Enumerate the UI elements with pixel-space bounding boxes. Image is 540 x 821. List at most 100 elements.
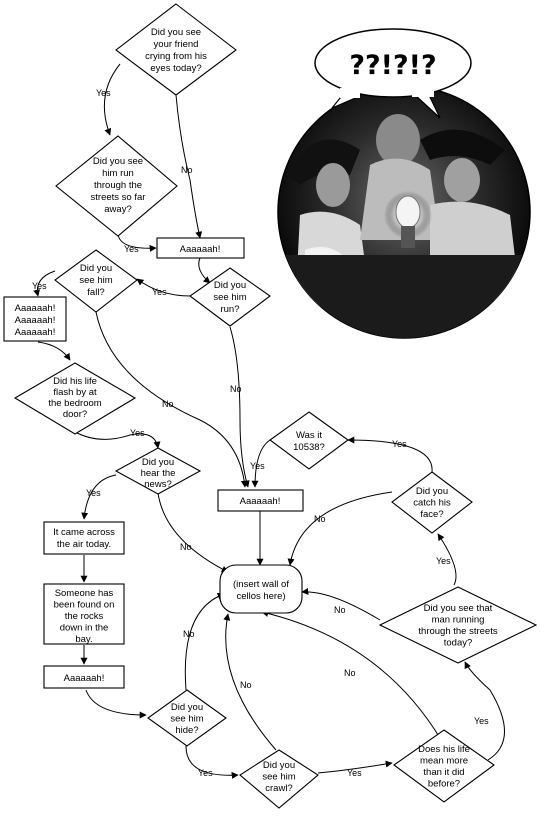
edge-hide-yes bbox=[185, 744, 239, 779]
edge-mean-no bbox=[261, 610, 441, 739]
edge-friend-yes bbox=[103, 63, 121, 136]
edge-flash-yes bbox=[74, 431, 161, 449]
edge-triple-flash bbox=[37, 341, 71, 361]
edge-streets-yes bbox=[117, 233, 157, 252]
node-text-line: Aaaaaah! bbox=[180, 244, 221, 255]
node-text-line: mean more bbox=[420, 756, 468, 767]
edge-run-yes bbox=[136, 278, 191, 297]
node-text-line: Someone has bbox=[55, 588, 114, 599]
node-box-aaaaaah-triple-text: Aaaaaah!Aaaaaah!Aaaaaah! bbox=[15, 303, 56, 338]
label-flash-yes: Yes bbox=[130, 428, 145, 438]
edge-aaah1-run bbox=[198, 257, 211, 284]
node-text-line: the bedroom bbox=[48, 398, 101, 409]
label-run-no: No bbox=[230, 384, 242, 394]
node-box-aaaaaah-center-text: Aaaaaah! bbox=[240, 496, 281, 507]
node-text-line: It came across bbox=[53, 527, 115, 538]
node-text-line: Did you bbox=[263, 760, 295, 771]
node-box-aaaaaah-2-text: Aaaaaah! bbox=[64, 673, 105, 684]
label-hide-no: No bbox=[183, 629, 195, 639]
node-text-line: Did his life bbox=[53, 376, 97, 387]
label-news-yes: Yes bbox=[86, 488, 101, 498]
label-crawl-no: No bbox=[240, 680, 252, 690]
node-text-line: Did you bbox=[142, 457, 174, 468]
edge-crawl-no bbox=[223, 613, 277, 751]
edge-labels: Yes No Yes Yes No Yes No Yes Yes No Yes … bbox=[32, 88, 489, 778]
node-text-line: Was it bbox=[296, 430, 322, 441]
node-text-line: Did you bbox=[214, 280, 246, 291]
node-box-aaaaaah-triple: Aaaaaah!Aaaaaah!Aaaaaah! bbox=[3, 296, 67, 342]
label-hide-yes: Yes bbox=[198, 768, 213, 778]
node-box-aaaaaah-2: Aaaaaah! bbox=[43, 665, 125, 689]
node-text-line: Aaaaaah! bbox=[15, 315, 56, 326]
node-text-line: (insert wall of bbox=[233, 579, 289, 590]
node-text-line: down in the bbox=[60, 623, 109, 634]
label-fall-no: No bbox=[162, 399, 174, 409]
node-text-line: see him bbox=[262, 772, 295, 783]
edge-news-no bbox=[157, 492, 229, 573]
band-photo: ??!?!? bbox=[277, 28, 531, 339]
label-crawl-yes: Yes bbox=[347, 768, 362, 778]
node-text-line: fall? bbox=[87, 287, 104, 298]
node-text-line: news? bbox=[144, 479, 171, 490]
node-text-line: eyes today? bbox=[150, 63, 201, 74]
edge-run-no bbox=[229, 326, 250, 488]
label-friend-yes: Yes bbox=[96, 88, 111, 98]
node-text-line: Aaaaaah! bbox=[240, 496, 281, 507]
node-text-line: see him bbox=[170, 714, 203, 725]
edge-news-yes bbox=[81, 474, 117, 520]
node-text-line: Aaaaaah! bbox=[15, 327, 56, 338]
node-text-line: crawl? bbox=[265, 783, 292, 794]
label-fall-yes: Yes bbox=[32, 281, 47, 291]
label-run-yes: Yes bbox=[152, 287, 167, 297]
node-text-line: your friend bbox=[154, 39, 199, 50]
node-text-line: streets so far bbox=[91, 192, 146, 203]
node-text-line: Did you bbox=[171, 702, 203, 713]
node-text-line: hide? bbox=[175, 725, 198, 736]
label-wasit-yes: Yes bbox=[250, 461, 265, 471]
label-mean-yes: Yes bbox=[474, 716, 489, 726]
edge-friend-no bbox=[175, 94, 203, 239]
node-box-aaaaaah-center: Aaaaaah! bbox=[217, 489, 304, 512]
node-text-line: Aaaaaah! bbox=[64, 673, 105, 684]
node-text-line: cellos here) bbox=[236, 591, 285, 602]
node-text-line: see him bbox=[79, 275, 112, 286]
node-text-line: through the bbox=[94, 180, 142, 191]
edge-fall-no bbox=[95, 311, 248, 488]
node-text-line: Aaaaaah! bbox=[15, 303, 56, 314]
node-text-line: than it did bbox=[423, 767, 464, 778]
edge-aaah2-hide bbox=[85, 689, 147, 719]
node-text-line: catch his bbox=[413, 498, 451, 509]
node-text-line: 10538? bbox=[293, 442, 325, 453]
node-box-aaaaaah-1: Aaaaaah! bbox=[156, 237, 245, 259]
node-text-line: away? bbox=[104, 204, 131, 215]
node-text-line: hear the bbox=[141, 468, 176, 479]
node-text-line: through the streets bbox=[418, 626, 497, 637]
node-text-line: Does his life bbox=[418, 744, 470, 755]
node-text-line: been found on bbox=[54, 600, 115, 611]
